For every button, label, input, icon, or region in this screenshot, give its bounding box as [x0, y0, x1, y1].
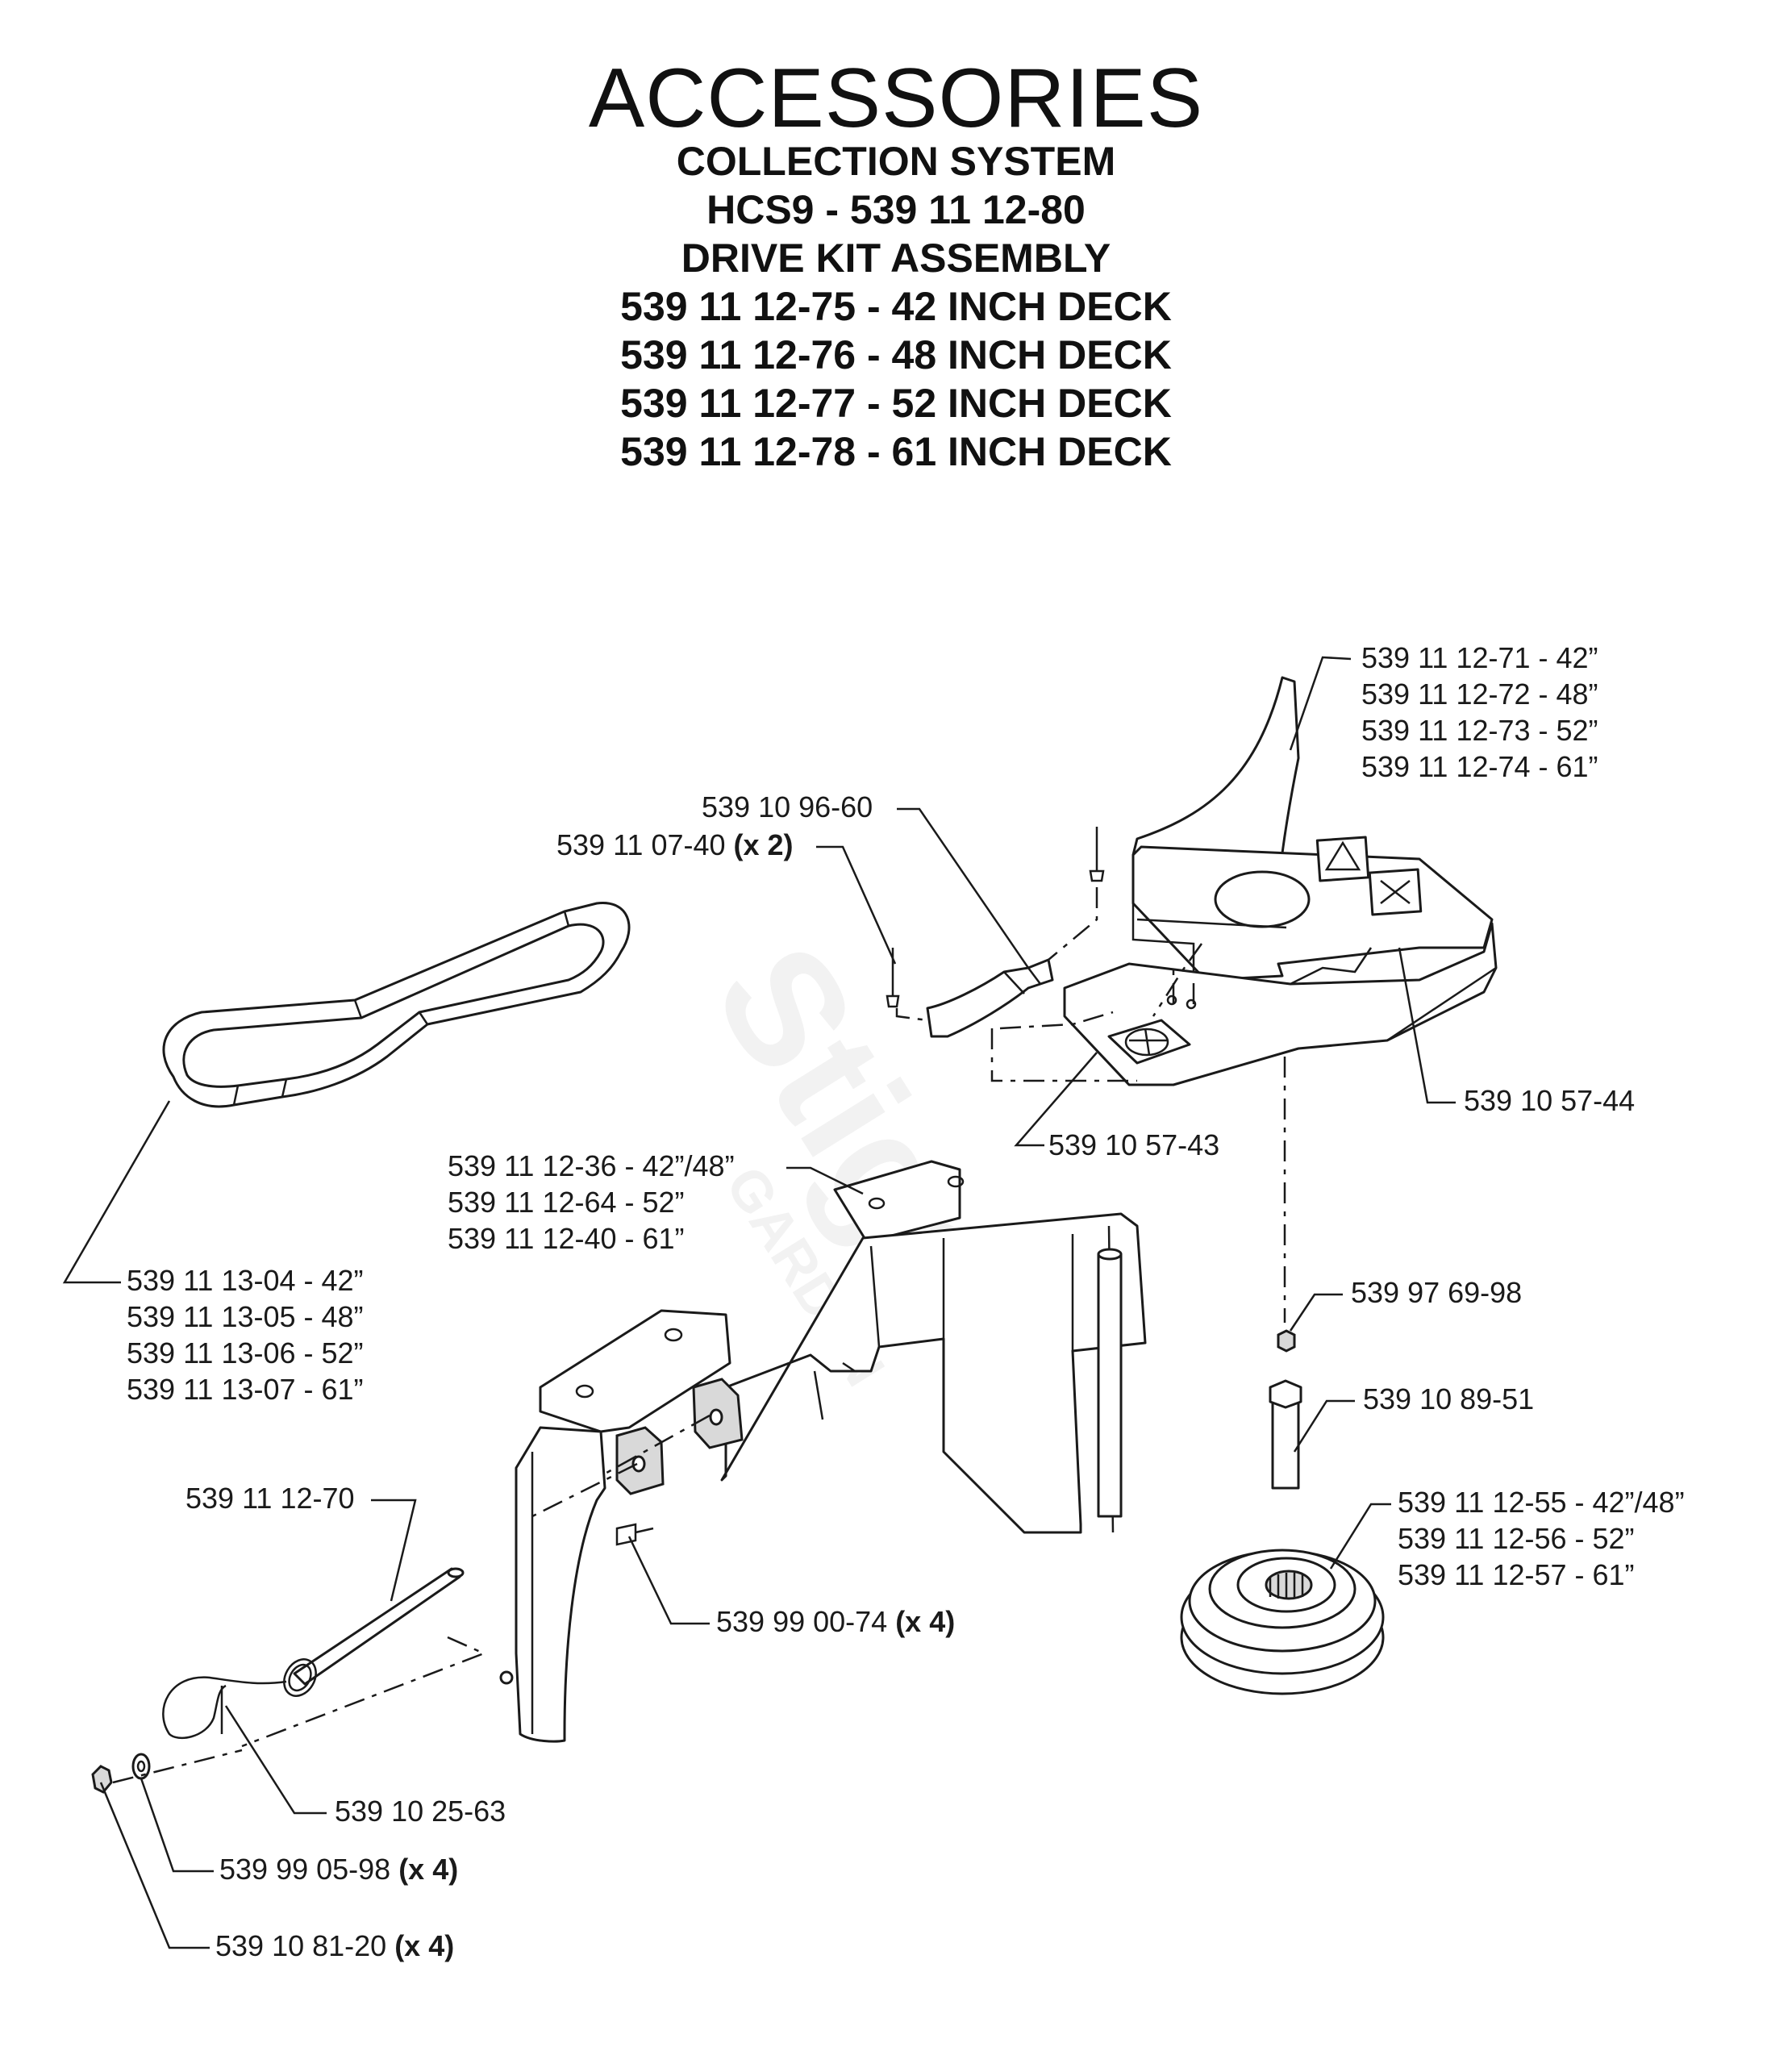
callout-belt: 539 11 13-04 - 42” 539 11 13-05 - 48” 53… [127, 1264, 364, 1406]
callout-chute-2: 539 11 12-72 - 48” [1361, 677, 1598, 711]
callout-chute: 539 11 12-71 - 42” 539 11 12-72 - 48” 53… [1361, 641, 1598, 783]
subtitle-line-5: 539 11 12-76 - 48 INCH DECK [620, 332, 1172, 377]
callout-locknut-number: 539 10 81-20 [215, 1929, 394, 1962]
callout-bracket-1: 539 11 12-36 - 42”/48” [448, 1149, 735, 1182]
callout-pin: 539 11 12-70 [185, 1482, 355, 1515]
callout-bracket-3: 539 11 12-40 - 61” [448, 1222, 685, 1255]
chute-assembly [886, 676, 1498, 1086]
hitch-pin [162, 1567, 487, 1748]
callout-bolt: 539 99 00-74 (x 4) [716, 1605, 955, 1638]
callout-rivet-qty: (x 2) [734, 828, 794, 861]
subtitle-line-3: DRIVE KIT ASSEMBLY [681, 236, 1111, 281]
callout-spacer: 539 10 89-51 [1363, 1382, 1534, 1415]
callout-washer-qty: (x 4) [398, 1853, 458, 1886]
leader-lines [62, 656, 1456, 1949]
callout-decal-44: 539 10 57-44 [1464, 1084, 1635, 1117]
callout-washer: 539 99 05-98 (x 4) [219, 1853, 458, 1886]
callout-belt-4: 539 11 13-07 - 61” [127, 1373, 364, 1406]
callout-pulley-3: 539 11 12-57 - 61” [1398, 1558, 1635, 1591]
callout-locknut: 539 10 81-20 (x 4) [215, 1929, 454, 1962]
callout-pulley-2: 539 11 12-56 - 52” [1398, 1522, 1635, 1555]
callout-clip: 539 10 25-63 [335, 1795, 506, 1828]
subtitle-line-7: 539 11 12-78 - 61 INCH DECK [620, 429, 1172, 474]
page-title: ACCESSORIES [588, 52, 1204, 145]
callout-locknut-qty: (x 4) [394, 1929, 454, 1962]
callout-bracket-2: 539 11 12-64 - 52” [448, 1186, 685, 1219]
callout-nut-small: 539 97 69-98 [1351, 1276, 1522, 1309]
drive-belt [162, 902, 631, 1108]
callout-decal-43: 539 10 57-43 [1048, 1128, 1219, 1161]
callout-chute-4: 539 11 12-74 - 61” [1361, 750, 1598, 783]
callout-pulley: 539 11 12-55 - 42”/48” 539 11 12-56 - 52… [1398, 1486, 1685, 1591]
callout-bolt-qty: (x 4) [895, 1605, 955, 1638]
subtitle-line-2: HCS9 - 539 11 12-80 [706, 187, 1086, 232]
callout-rivet-number: 539 11 07-40 [556, 828, 734, 861]
subtitle-line-4: 539 11 12-75 - 42 INCH DECK [620, 284, 1172, 329]
mount-bracket [499, 1160, 1147, 1743]
callout-latch: 539 10 96-60 [702, 790, 873, 823]
callout-rivet: 539 11 07-40 (x 2) [556, 828, 794, 861]
callout-bracket: 539 11 12-36 - 42”/48” 539 11 12-64 - 52… [448, 1149, 735, 1255]
callout-washer-number: 539 99 05-98 [219, 1853, 398, 1886]
callout-chute-1: 539 11 12-71 - 42” [1361, 641, 1598, 674]
callout-chute-3: 539 11 12-73 - 52” [1361, 714, 1598, 747]
pulley-assembly [1180, 1329, 1385, 1695]
subtitle-line-1: COLLECTION SYSTEM [676, 139, 1116, 184]
callout-belt-2: 539 11 13-05 - 48” [127, 1300, 364, 1333]
callout-belt-3: 539 11 13-06 - 52” [127, 1336, 364, 1370]
washer-and-nut [91, 1749, 243, 1794]
callout-bolt-number: 539 99 00-74 [716, 1605, 895, 1638]
callout-belt-1: 539 11 13-04 - 42” [127, 1264, 364, 1297]
subtitle-line-6: 539 11 12-77 - 52 INCH DECK [620, 381, 1172, 426]
callout-pulley-1: 539 11 12-55 - 42”/48” [1398, 1486, 1685, 1519]
